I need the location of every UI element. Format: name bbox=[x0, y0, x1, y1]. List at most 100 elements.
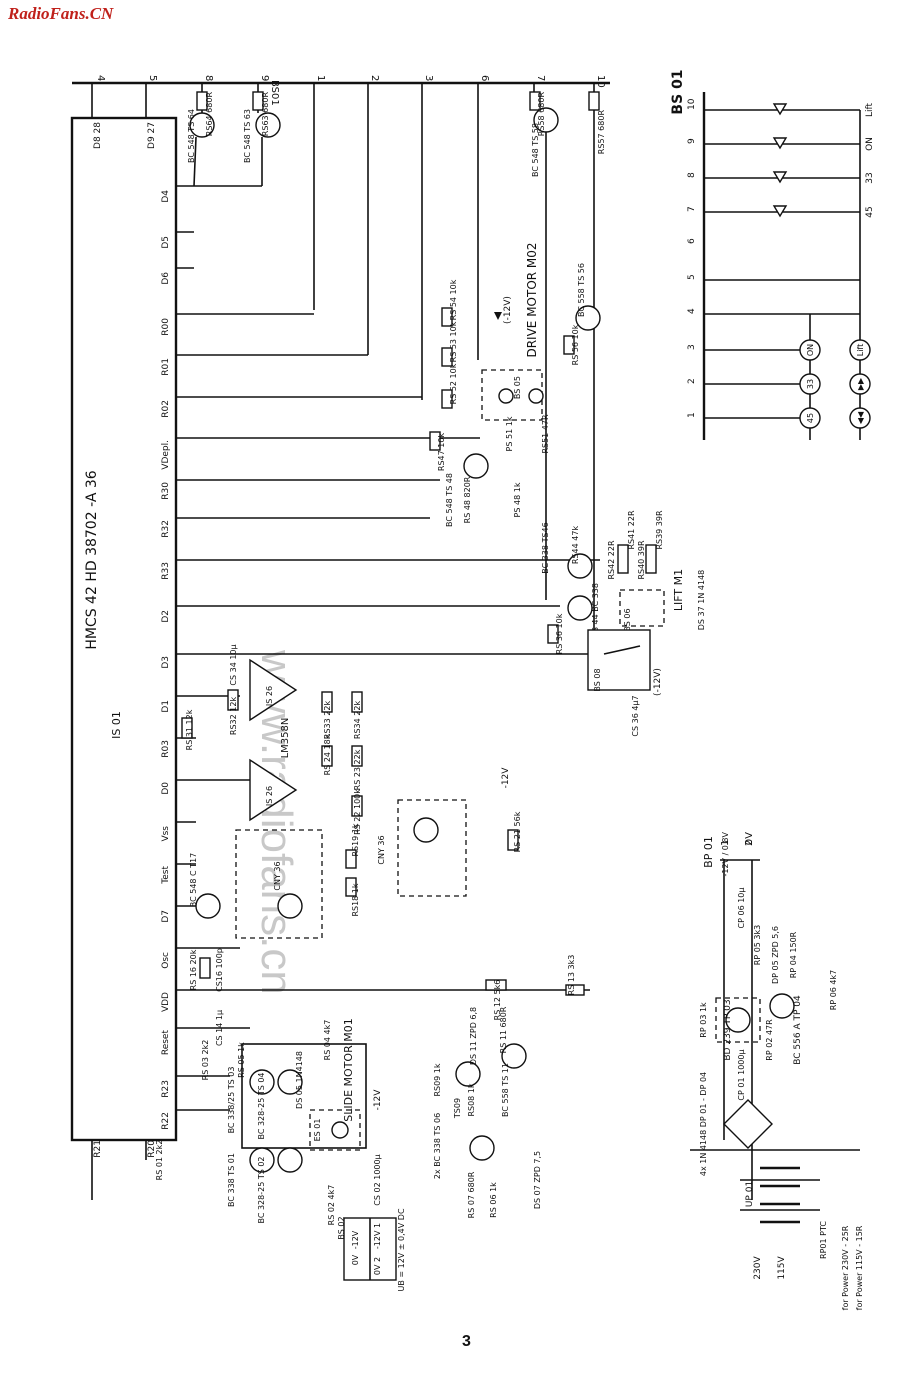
led-label: 45 bbox=[865, 206, 875, 217]
comp-label: BD 239 TP 03 bbox=[723, 999, 733, 1060]
comp-label: UP 01 bbox=[745, 1181, 755, 1207]
ic-pin-label: R22 bbox=[161, 1112, 171, 1130]
top-connector-drops bbox=[91, 83, 595, 400]
minus12v-label: -12V bbox=[501, 767, 511, 789]
opamp-ref: IS 26 bbox=[265, 686, 274, 706]
top-pin: 6 bbox=[479, 75, 490, 81]
panel-pin: 7 bbox=[687, 206, 697, 212]
lift-motor-connector: BS 06 bbox=[623, 608, 632, 631]
comp-label: RS 23 22k bbox=[353, 749, 362, 790]
comp-label: BC 558 TS 56 bbox=[577, 263, 586, 317]
drive-motor-voltage: (-12V) bbox=[503, 296, 513, 324]
rs12-resistor bbox=[485, 979, 507, 991]
minus12v-paren: (-12V) bbox=[653, 668, 663, 696]
bp01-pin1-label: -12V / 0.8V bbox=[721, 831, 730, 876]
ts48-transistor bbox=[463, 453, 489, 479]
bp01-pin1: 1 bbox=[720, 840, 731, 846]
panel-pin: 3 bbox=[687, 344, 697, 350]
drive-motor-connector: BS 05 bbox=[513, 376, 522, 399]
button-on[interactable] bbox=[799, 339, 821, 361]
top-connector-pins: 4 5 8 9 1 2 3 6 7 10 bbox=[95, 75, 606, 88]
drive-resistors bbox=[429, 307, 575, 451]
opto-phototransistor bbox=[277, 893, 303, 919]
opto-ds19-box bbox=[397, 799, 467, 897]
bs02-pin: -12V 1 bbox=[373, 1223, 382, 1249]
top-pin: 5 bbox=[147, 75, 158, 81]
ic-pin-label: D8 28 bbox=[93, 122, 103, 149]
slide-motor-label: SLIDE MOTOR M01 bbox=[342, 1018, 355, 1121]
schematic-element bbox=[563, 335, 575, 355]
panel-leds bbox=[772, 103, 788, 218]
ts56-transistor bbox=[575, 305, 601, 331]
ts11-transistor bbox=[501, 1043, 527, 1069]
ic-pin-label: D5 bbox=[161, 236, 171, 249]
comp-label: RS 04 4k7 bbox=[323, 1020, 332, 1061]
top-pin: 10 bbox=[595, 75, 606, 88]
bs02-note: UB = 12V ± 0,4V DC bbox=[397, 1208, 406, 1291]
comp-label: RS 53 10k bbox=[449, 321, 458, 362]
comp-label: BC 548 TS 64 bbox=[187, 109, 196, 163]
comp-label: RS 52 10k bbox=[449, 363, 458, 404]
ts04-transistor bbox=[277, 1069, 303, 1095]
comp-label: RS44 47k bbox=[571, 526, 580, 565]
opamp-resistors bbox=[181, 689, 519, 851]
comp-label: CS16 100p bbox=[215, 948, 224, 992]
ts06-transistor bbox=[469, 1135, 495, 1161]
motor-m02-symbol bbox=[528, 388, 544, 404]
ic-pin-label: R01 bbox=[161, 358, 171, 376]
led-label: ON bbox=[865, 137, 875, 151]
comp-label: RS 56 10k bbox=[571, 324, 580, 365]
button-33[interactable] bbox=[799, 373, 821, 395]
motor-m01-symbol bbox=[331, 1121, 349, 1139]
ic-box bbox=[70, 116, 178, 1142]
ic-pin-label: D9 27 bbox=[147, 122, 157, 149]
panel-pin: 9 bbox=[687, 138, 697, 144]
comp-label: RS 31 12k bbox=[185, 709, 194, 750]
tp03-transistor bbox=[725, 1007, 751, 1033]
minus12v-label: -12V bbox=[373, 1089, 383, 1111]
ic-pin-label: D3 bbox=[161, 656, 171, 669]
comp-label: CS 34 10μ bbox=[229, 644, 238, 685]
opto-phototransistor bbox=[413, 817, 439, 843]
comp-label: RS 03 2k2 bbox=[201, 1040, 210, 1081]
comp-label: RS 48 820R bbox=[463, 476, 472, 523]
button-rewind[interactable] bbox=[849, 407, 871, 429]
button-label: Lift bbox=[856, 344, 865, 357]
bs02-name: BS 02 bbox=[337, 1216, 346, 1239]
button-forward[interactable] bbox=[849, 373, 871, 395]
ic-pin-label: D6 bbox=[161, 272, 171, 285]
ts03-transistor bbox=[249, 1069, 275, 1095]
panel-pin: 2 bbox=[687, 378, 697, 384]
comp-label: RS32 12k bbox=[229, 697, 238, 736]
generator-symbol bbox=[498, 388, 514, 404]
comp-label: RS64 680R bbox=[205, 92, 214, 137]
comp-label: RP01 PTC bbox=[819, 1221, 828, 1259]
comp-label: RS 22 100k bbox=[353, 789, 362, 835]
button-label: ◀◀ bbox=[856, 411, 865, 424]
comp-label: RS 02 4k7 bbox=[327, 1185, 336, 1226]
opamp-b bbox=[249, 758, 298, 822]
comp-label: RS08 1k bbox=[467, 1083, 476, 1116]
lift-motor-box bbox=[619, 589, 665, 627]
ts01-transistor bbox=[249, 1147, 275, 1173]
comp-label: RS34 22k bbox=[353, 701, 362, 740]
button-45[interactable] bbox=[799, 407, 821, 429]
comp-label: RS 16 20k bbox=[189, 949, 198, 990]
comp-label: RS40 39R bbox=[637, 540, 646, 580]
panel-pin: 1 bbox=[687, 412, 697, 418]
comp-label: BC 556 A TP 04 bbox=[793, 995, 803, 1065]
tp04-transistor bbox=[769, 993, 795, 1019]
switch-panel-pins: 1 2 3 4 5 6 7 8 9 10 bbox=[687, 98, 697, 418]
switch-blade bbox=[603, 645, 641, 655]
rs16-resistor bbox=[199, 957, 211, 979]
ic-pin-label: D4 bbox=[161, 190, 171, 203]
schematic-element bbox=[441, 307, 453, 327]
opto-ds17-box bbox=[235, 829, 323, 939]
button-label: 45 bbox=[806, 413, 815, 423]
ts58-transistor bbox=[529, 91, 600, 654]
ic-pin-label: Reset bbox=[161, 1030, 171, 1056]
button-label: 33 bbox=[806, 379, 815, 389]
button-lift[interactable] bbox=[849, 339, 871, 361]
comp-label: CP 06 10μ bbox=[737, 888, 746, 929]
comp-label: RP 06 4k7 bbox=[829, 970, 838, 1010]
